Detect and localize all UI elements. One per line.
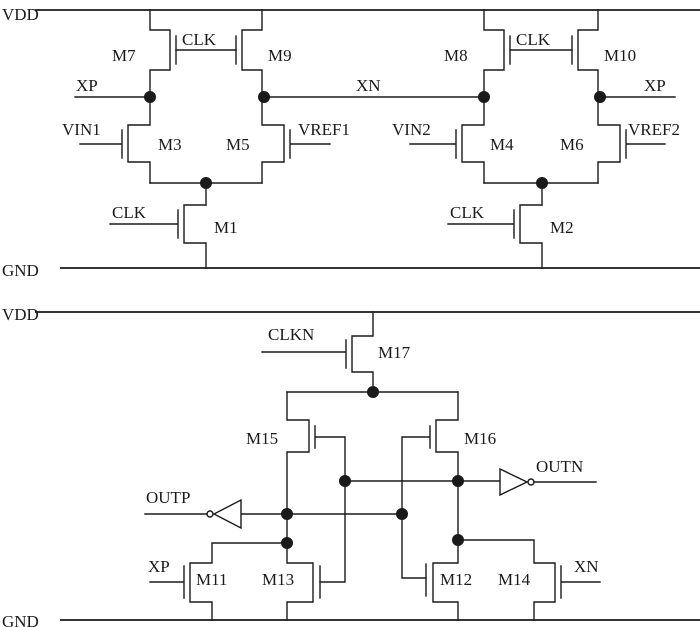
- m10-label: M10: [604, 46, 636, 65]
- m14-label: M14: [498, 570, 531, 589]
- vref1-label: VREF1: [298, 120, 350, 139]
- m8-label: M8: [444, 46, 468, 65]
- m3-label: M3: [158, 135, 182, 154]
- m9-label: M9: [268, 46, 292, 65]
- top-vdd-label: VDD: [2, 5, 39, 24]
- xn-left-junction-dot: [258, 91, 270, 103]
- xp-right-label: XP: [644, 76, 666, 95]
- outp-label: OUTP: [146, 488, 190, 507]
- xn-label: XN: [356, 76, 381, 95]
- m16-label: M16: [464, 429, 496, 448]
- m13-gate-wire: [319, 480, 346, 583]
- m4-gate: [409, 129, 457, 159]
- m3-gate: [79, 129, 123, 159]
- m13-wires: [286, 513, 314, 621]
- m10-wires: [577, 9, 599, 98]
- outn-inverter: [499, 467, 529, 497]
- xp-left-label: XP: [76, 76, 98, 95]
- outn-label: OUTN: [536, 457, 583, 476]
- m2-wires: [519, 204, 543, 269]
- right-tail-junction-dot: [536, 177, 548, 189]
- top-gnd-label: GND: [2, 261, 39, 280]
- m12-label: M12: [440, 570, 472, 589]
- m13-label: M13: [262, 570, 294, 589]
- xn-bottom-label: XN: [574, 557, 599, 576]
- m7-label: M7: [112, 46, 136, 65]
- xp-right-junction-dot: [594, 91, 606, 103]
- m17-label: M17: [378, 343, 411, 362]
- clk-left-top-label: CLK: [182, 30, 217, 49]
- outp-right-junction-dot: [396, 508, 408, 520]
- m14-gate: [560, 565, 601, 599]
- m14-junction-dot: [452, 534, 464, 546]
- outn-right-junction-dot: [452, 475, 464, 487]
- xp-left-junction-dot: [144, 91, 156, 103]
- m6-gate: [625, 129, 666, 159]
- outp-left-junction-dot: [281, 508, 293, 520]
- m11-wires: [189, 542, 288, 621]
- m16-gate: [401, 425, 431, 515]
- bottom-vdd-label: VDD: [2, 305, 39, 324]
- m6-label: M6: [560, 135, 584, 154]
- outp-inverter-bubble: [206, 510, 214, 518]
- vin2-label: VIN2: [392, 120, 431, 139]
- m15-gate: [314, 425, 346, 482]
- m15-wires: [286, 391, 310, 515]
- outn-left-junction-dot: [339, 475, 351, 487]
- m15-label: M15: [246, 429, 278, 448]
- m7-wires: [149, 9, 171, 98]
- clkn-label: CLKN: [268, 325, 314, 344]
- vref2-label: VREF2: [628, 120, 680, 139]
- outp-inverter: [212, 498, 242, 530]
- m11-label: M11: [196, 570, 228, 589]
- m2-label: M2: [550, 218, 574, 237]
- m4-label: M4: [490, 135, 514, 154]
- m5-wires: [261, 96, 285, 184]
- top-comparator-circuit: VDD GND M7 M9 CLK XP XN VIN1 M3 M5 VREF1…: [2, 5, 700, 280]
- xp-bottom-label: XP: [148, 557, 170, 576]
- m5-label: M5: [226, 135, 250, 154]
- m8-wires: [483, 9, 505, 98]
- m17-gate: [261, 339, 347, 369]
- clk-right-top-label: CLK: [516, 30, 551, 49]
- vin1-label: VIN1: [62, 120, 101, 139]
- m9-wires: [241, 9, 263, 98]
- bottom-latch-circuit: VDD GND CLKN M17 M15 M16 OUTN OUTP XP M1…: [2, 305, 700, 627]
- m1-label: M1: [214, 218, 238, 237]
- left-tail-junction-dot: [200, 177, 212, 189]
- m6-wires: [597, 96, 621, 184]
- m1-gate: [109, 209, 179, 239]
- bottom-gnd-label: GND: [2, 612, 39, 627]
- clk-m1-label: CLK: [112, 203, 147, 222]
- m12-gate-wire: [401, 513, 427, 579]
- m4-wires: [461, 96, 485, 184]
- xn-right-junction-dot: [478, 91, 490, 103]
- m5-gate: [289, 129, 331, 159]
- clk-m2-label: CLK: [450, 203, 485, 222]
- m14-wires: [457, 539, 556, 621]
- m17-drain-junction-dot: [367, 386, 379, 398]
- m11-gate: [149, 565, 185, 599]
- m3-wires: [127, 96, 151, 184]
- m16-wires: [435, 391, 459, 541]
- m1-wires: [183, 204, 207, 269]
- m12-wires: [432, 539, 459, 621]
- outn-inverter-bubble: [527, 478, 535, 486]
- m11-junction-dot: [281, 537, 293, 549]
- m2-gate: [447, 209, 515, 239]
- m17-wires: [351, 311, 374, 393]
